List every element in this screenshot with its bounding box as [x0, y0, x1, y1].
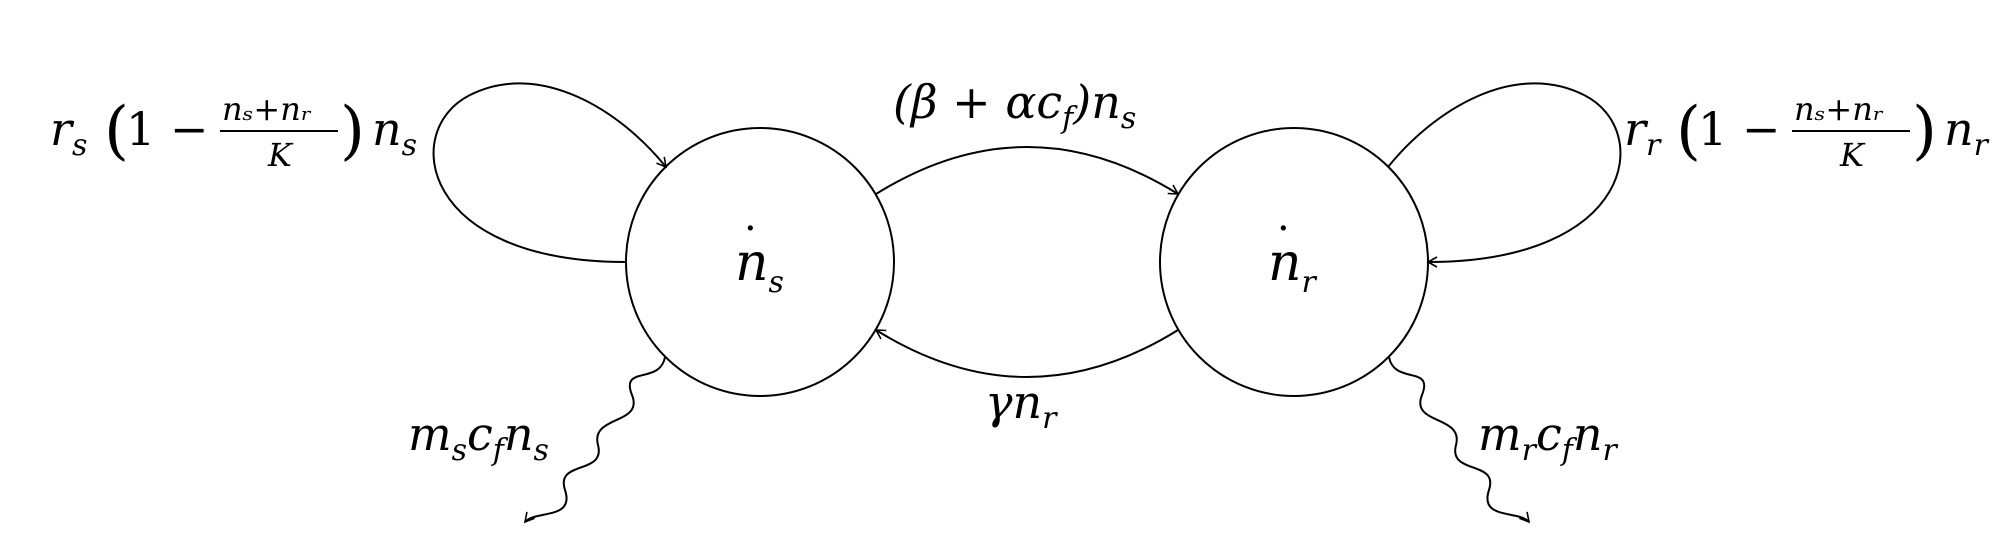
- label-transfer-r-to-s: γnr: [985, 375, 1058, 436]
- svg-text:): ): [340, 94, 365, 168]
- label-growth-s: rs ( 1 − nₛ+nᵣ K ) ns: [50, 90, 417, 174]
- node-nr-dot: ·: [1277, 206, 1290, 252]
- node-ns-label: ns: [735, 233, 784, 300]
- svg-text:1 −: 1 −: [126, 102, 208, 156]
- svg-text:rs: rs: [50, 102, 87, 163]
- svg-text:K: K: [267, 136, 294, 174]
- edge-death-ns: [523, 356, 666, 524]
- label-death-r: mrcfnr: [1478, 407, 1618, 468]
- svg-text:nr: nr: [1944, 102, 1990, 163]
- svg-text:K: K: [1839, 136, 1866, 174]
- svg-text:): ): [1912, 94, 1937, 168]
- edge-ns-to-nr: [875, 146, 1180, 195]
- edge-nr-to-ns: [874, 329, 1179, 378]
- edge-death-nr: [1388, 356, 1531, 524]
- label-death-s: mscfns: [408, 407, 549, 468]
- node-ns-dot: ·: [744, 206, 757, 252]
- label-growth-r: rr ( 1 − nₛ+nᵣ K ) nr: [1624, 90, 1990, 174]
- svg-text:(: (: [104, 94, 129, 168]
- label-transfer-s-to-r: (β + αcf)ns: [893, 75, 1136, 136]
- svg-text:nₛ+nᵣ: nₛ+nᵣ: [1794, 90, 1884, 128]
- svg-text:1 −: 1 −: [1698, 102, 1780, 156]
- svg-text:rr: rr: [1624, 102, 1662, 163]
- edge-loop-ns: [432, 82, 668, 263]
- node-nr-label: nr: [1268, 233, 1318, 300]
- edge-loop-nr: [1387, 82, 1622, 268]
- svg-text:nₛ+nᵣ: nₛ+nᵣ: [222, 90, 312, 128]
- svg-text:(: (: [1676, 94, 1701, 168]
- svg-text:ns: ns: [372, 102, 417, 163]
